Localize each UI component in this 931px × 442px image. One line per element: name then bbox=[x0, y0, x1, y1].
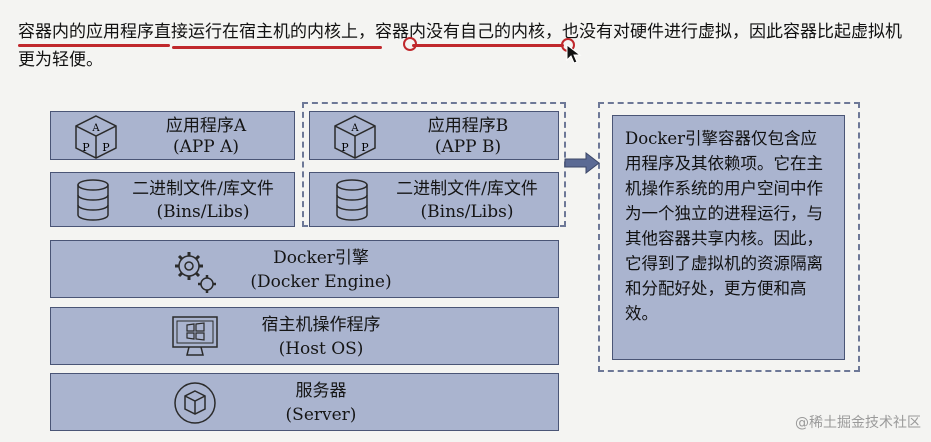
libs-a-subtitle: (Bins/Libs) bbox=[156, 202, 250, 222]
cube-app-icon: A P P bbox=[334, 115, 376, 159]
docker-note-text: Docker引擎容器仅包含应用程序及其依赖项。它在主机操作系统的用户空间中作为一… bbox=[625, 129, 823, 323]
docker-engine-subtitle: (Docker Engine) bbox=[250, 272, 392, 292]
svg-text:P: P bbox=[102, 141, 110, 154]
libs-a-title: 二进制文件/库文件 bbox=[132, 179, 274, 199]
docker-engine-title: Docker引擎 bbox=[273, 248, 369, 268]
app-a-box: A P P 应用程序A (APP A) bbox=[50, 111, 295, 160]
svg-text:A: A bbox=[91, 123, 100, 134]
database-icon bbox=[336, 179, 368, 221]
arrow-right-icon bbox=[564, 152, 600, 174]
app-a-title: 应用程序A bbox=[165, 116, 247, 136]
mouse-pointer-icon bbox=[566, 44, 582, 64]
app-b-subtitle: (APP B) bbox=[434, 137, 502, 157]
server-box: 服务器 (Server) bbox=[50, 373, 559, 431]
server-title: 服务器 bbox=[295, 381, 347, 401]
caption-text: 容器内的应用程序直接运行在宿主机的内核上，容器内没有自己的内核，也没有对硬件进行… bbox=[18, 22, 902, 70]
cube-circle-icon bbox=[174, 382, 216, 424]
red-underline-1 bbox=[18, 44, 170, 47]
host-os-title: 宿主机操作程序 bbox=[261, 315, 381, 335]
red-underline-2 bbox=[172, 46, 382, 49]
database-icon bbox=[77, 179, 109, 221]
host-os-subtitle: (Host OS) bbox=[278, 339, 364, 359]
libs-b-box: 二进制文件/库文件 (Bins/Libs) bbox=[309, 172, 559, 227]
red-underline-3 bbox=[412, 44, 564, 47]
libs-a-box: 二进制文件/库文件 (Bins/Libs) bbox=[50, 172, 295, 227]
cube-app-icon: A P P bbox=[75, 115, 117, 159]
watermark: @稀土掘金技术社区 bbox=[795, 415, 921, 431]
svg-text:P: P bbox=[341, 141, 349, 154]
red-circle-marker bbox=[403, 37, 417, 51]
host-os-box: 宿主机操作程序 (Host OS) bbox=[50, 307, 559, 365]
docker-note-box: Docker引擎容器仅包含应用程序及其依赖项。它在主机操作系统的用户空间中作为一… bbox=[612, 115, 845, 360]
app-b-title: 应用程序B bbox=[427, 116, 509, 136]
svg-text:P: P bbox=[361, 141, 369, 154]
docker-engine-box: Docker引擎 (Docker Engine) bbox=[50, 240, 559, 298]
libs-b-subtitle: (Bins/Libs) bbox=[420, 202, 514, 222]
svg-text:P: P bbox=[82, 141, 90, 154]
server-subtitle: (Server) bbox=[285, 405, 357, 425]
svg-text:A: A bbox=[350, 123, 359, 134]
libs-b-title: 二进制文件/库文件 bbox=[396, 179, 538, 199]
app-a-subtitle: (APP A) bbox=[172, 137, 240, 157]
note-dashed-outline bbox=[598, 102, 860, 372]
app-b-box: A P P 应用程序B (APP B) bbox=[309, 111, 559, 160]
gears-icon bbox=[175, 252, 216, 293]
monitor-windows-icon bbox=[172, 316, 218, 356]
